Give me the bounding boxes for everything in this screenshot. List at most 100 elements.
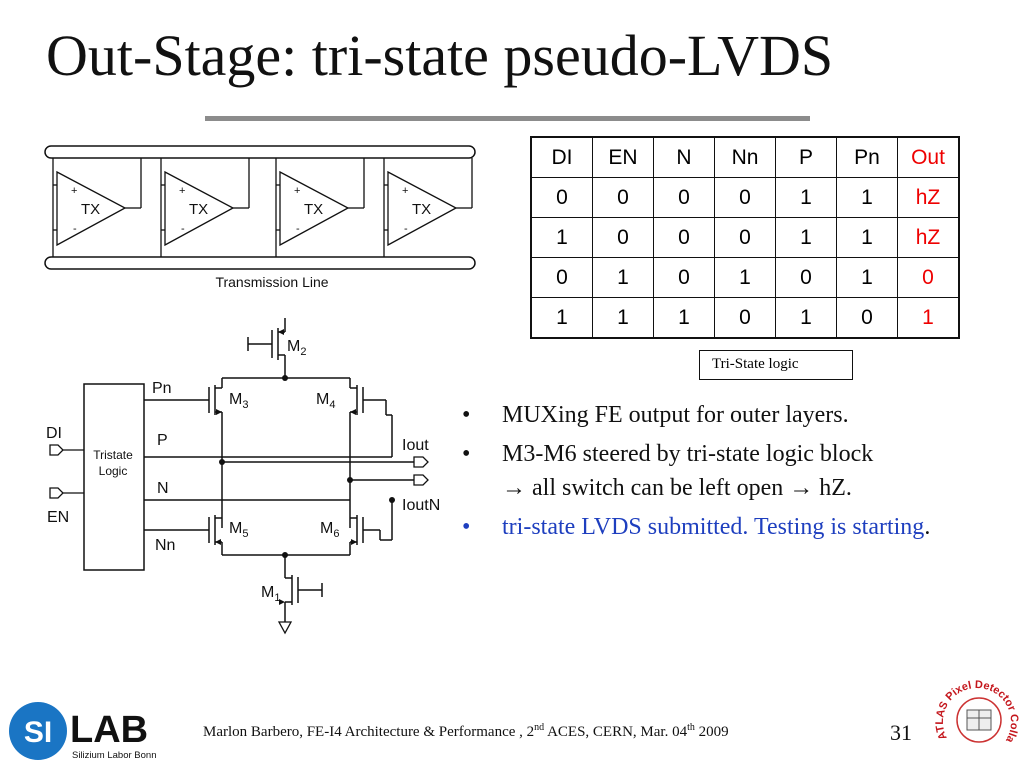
transmission-line-rails — [44, 145, 476, 270]
tristate-label-2: Logic — [99, 464, 128, 478]
logo-si: SI — [24, 716, 52, 749]
tx-buffer-icon — [56, 170, 127, 247]
tx-label: TX — [412, 201, 431, 218]
tx-plus-label: + — [294, 185, 300, 197]
en-pin-label: EN — [47, 509, 69, 526]
table-cell: 0 — [714, 217, 776, 258]
truth-table-caption: Tri-State logic — [699, 350, 853, 380]
table-cell: 0 — [775, 257, 837, 298]
ioutn-pin-icon — [413, 474, 429, 486]
table-cell: 0 — [653, 217, 715, 258]
header-cell: N — [653, 136, 715, 178]
bullet-list: • MUXing FE output for outer layers. • M… — [462, 398, 992, 549]
table-cell: 1 — [836, 177, 898, 218]
table-cell: 0 — [714, 177, 776, 218]
tx-buffer-icon — [164, 170, 235, 247]
page-number: 31 — [890, 720, 912, 745]
tx-buffers: +TX-+TX-+TX-+TX- — [52, 158, 473, 257]
logo-subtitle: Silizium Labor Bonn — [72, 750, 157, 761]
tristate-logic-block — [83, 383, 145, 571]
en-pin-icon — [49, 487, 64, 499]
out-cell: 1 — [897, 297, 960, 339]
table-cell: 0 — [530, 177, 593, 218]
table-cell: 1 — [653, 297, 715, 339]
tx-buffer-icon — [387, 170, 458, 247]
out-cell: hZ — [897, 217, 960, 258]
table-cell: 0 — [592, 217, 654, 258]
bullet-icon: • — [462, 402, 471, 428]
tx-plus-label: + — [179, 185, 185, 197]
table-cell: 0 — [592, 177, 654, 218]
bullet-icon: • — [462, 514, 471, 540]
tx-minus-label: - — [404, 223, 408, 235]
m1-label: M1 — [261, 584, 280, 604]
bullet-text: MUXing FE output for outer layers. — [502, 402, 849, 428]
tx-minus-label: - — [73, 223, 77, 235]
bullet-text: all switch can be left open — [532, 475, 784, 501]
table-cell: 1 — [530, 217, 593, 258]
table-cell: 0 — [653, 177, 715, 218]
table-cell: 1 — [836, 217, 898, 258]
table-cell: 1 — [775, 297, 837, 339]
out-cell: 0 — [897, 257, 960, 298]
di-pin-icon — [49, 444, 64, 456]
arrow-icon: → — [789, 475, 814, 501]
table-cell: 0 — [530, 257, 593, 298]
silab-logo: SI LAB Silizium Labor Bonn — [9, 702, 157, 761]
logo-lab: LAB — [70, 709, 148, 751]
header-cell-out: Out — [897, 136, 960, 178]
bullet-period: . — [924, 514, 931, 540]
header-cell: EN — [592, 136, 654, 178]
header-cell: DI — [530, 136, 593, 178]
ioutn-label: IoutN — [402, 497, 440, 514]
header-cell: Nn — [714, 136, 776, 178]
table-cell: 1 — [592, 257, 654, 298]
tx-plus-label: + — [71, 185, 77, 197]
m5-label: M5 — [229, 520, 248, 540]
out-cell: hZ — [897, 177, 960, 218]
signal-n-label: N — [157, 480, 169, 497]
transmission-line-label: Transmission Line — [215, 274, 328, 290]
tx-label: TX — [81, 201, 100, 218]
table-cell: 1 — [530, 297, 593, 339]
m6-label: M6 — [320, 520, 339, 540]
signal-pn-label: Pn — [152, 380, 172, 397]
footer-credit: Marlon Barbero, FE-I4 Architecture & Per… — [203, 722, 729, 740]
table-cell: 0 — [653, 257, 715, 298]
table-cell: 1 — [775, 217, 837, 258]
atlas-pixel-seal: ATLAS Pixel Detector Collaboration — [933, 668, 1020, 745]
tx-plus-label: + — [402, 185, 408, 197]
iout-label: Iout — [402, 437, 429, 454]
header-cell: Pn — [836, 136, 898, 178]
tx-label: TX — [304, 201, 323, 218]
tx-minus-label: - — [181, 223, 185, 235]
table-cell: 1 — [775, 177, 837, 218]
bullet-text: M3-M6 steered by tri-state logic block — [502, 441, 874, 467]
slide-title: Out-Stage: tri-state pseudo-LVDS — [46, 23, 834, 88]
table-cell: 1 — [592, 297, 654, 339]
m3-label: M3 — [229, 391, 248, 411]
tx-label: TX — [189, 201, 208, 218]
m4-label: M4 — [316, 391, 335, 411]
tristate-label-1: Tristate — [93, 448, 133, 462]
table-cell: 0 — [714, 297, 776, 339]
table-cell: 1 — [836, 257, 898, 298]
bullet-text-blue: tri-state LVDS submitted. Testing is sta… — [502, 514, 925, 540]
bullet-item: • M3-M6 steered by tri-state logic block… — [462, 437, 992, 505]
header-cell: P — [775, 136, 837, 178]
table-cell: 0 — [836, 297, 898, 339]
bullet-text: hZ. — [819, 475, 852, 501]
ground-icon — [277, 621, 293, 635]
bullet-icon: • — [462, 441, 471, 467]
m2-label: M2 — [287, 338, 306, 358]
signal-p-label: P — [157, 432, 168, 449]
circuit-diagram: +TX-+TX-+TX-+TX- Transmission Line Trist… — [44, 145, 476, 635]
bullet-item: • tri-state LVDS submitted. Testing is s… — [462, 510, 992, 544]
table-cell: 1 — [714, 257, 776, 298]
bullet-item: • MUXing FE output for outer layers. — [462, 398, 992, 432]
